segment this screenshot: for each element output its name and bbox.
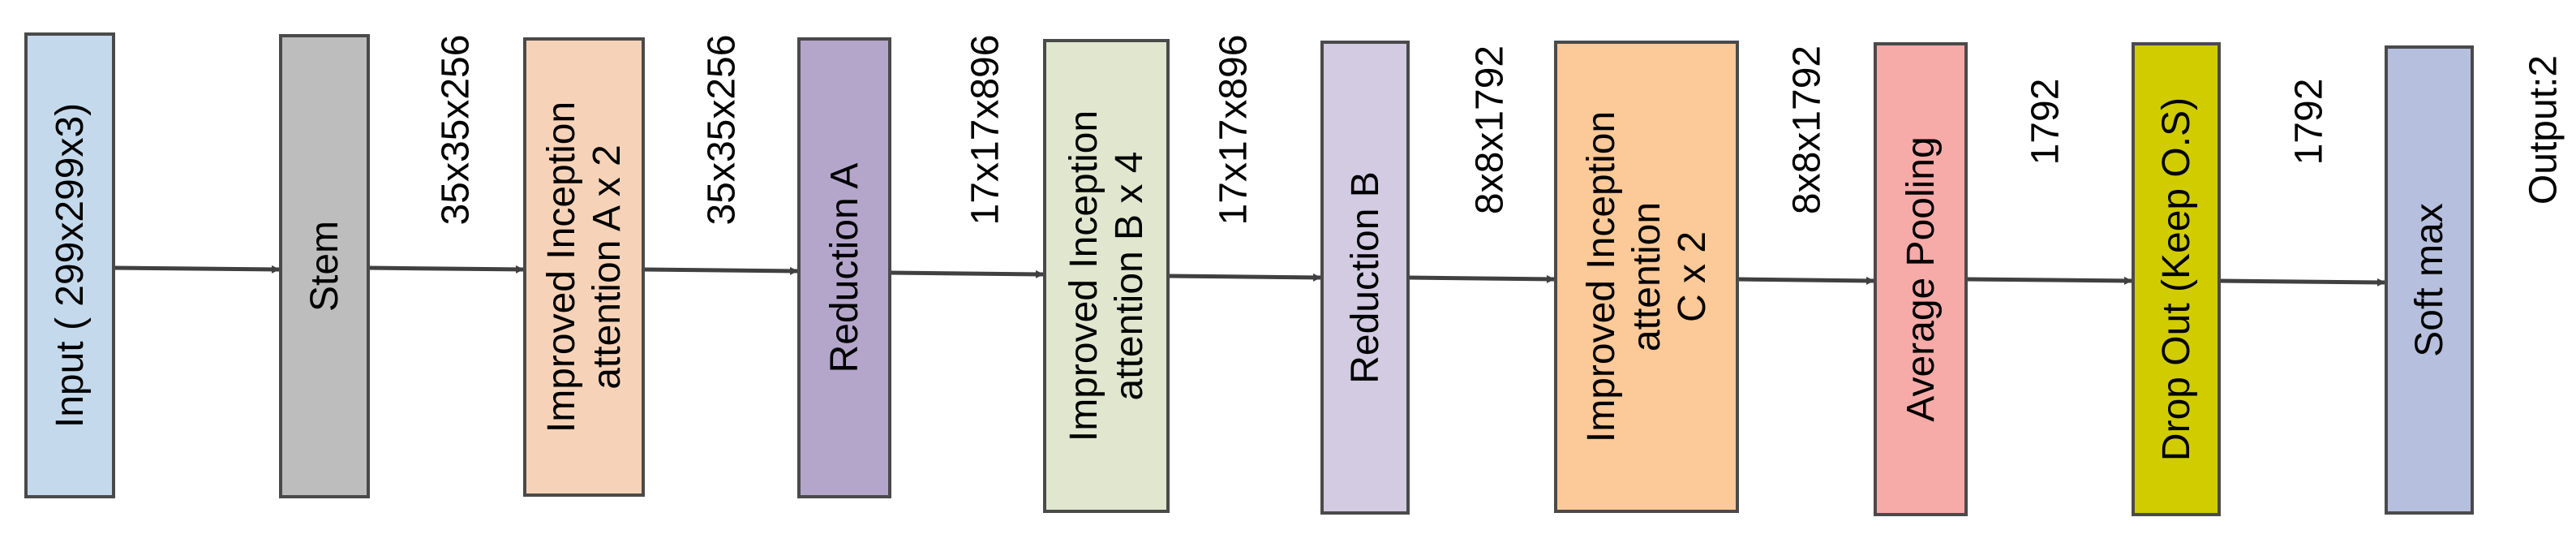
block-box xyxy=(2132,42,2221,516)
block-5: Improved Inceptionattention B x 4 xyxy=(1043,39,1170,513)
arrow xyxy=(1965,276,2132,285)
block-label: Reduction A xyxy=(823,163,866,373)
block-2: Stem xyxy=(279,34,370,498)
block-label-line: Reduction A xyxy=(823,163,866,373)
block-label: Input ( 299x299x3) xyxy=(49,103,92,428)
block-3: Improved Inceptionattention A x 2 xyxy=(523,37,645,497)
arrow xyxy=(1407,274,1555,283)
blocks: Input ( 299x299x3) Stem Improved Inception… xyxy=(24,32,2474,516)
edge-label: 35x35x256 xyxy=(435,35,478,226)
block-1: Input ( 299x299x3) xyxy=(24,32,115,498)
block-7: Improved InceptionattentionC x 2 xyxy=(1554,41,1739,513)
block-label: Stem xyxy=(303,221,346,312)
block-box xyxy=(279,34,370,498)
block-6: Reduction B xyxy=(1320,41,1410,515)
block-label-line: attention xyxy=(1625,202,1668,351)
arrow xyxy=(642,266,798,275)
block-label-line: Input ( 299x299x3) xyxy=(49,103,92,428)
output-label: Output:2 xyxy=(2522,55,2565,205)
block-box xyxy=(1554,41,1739,513)
block-label-line: Drop Out (Keep O.S) xyxy=(2155,97,2198,461)
block-8: Average Pooling xyxy=(1874,42,1968,516)
block-box xyxy=(797,37,891,498)
block-label-line: Improved Inception xyxy=(1063,110,1106,442)
arrow xyxy=(113,265,280,274)
arrow xyxy=(367,265,524,274)
block-label-line: Average Pooling xyxy=(1900,136,1943,421)
block-label: Average Pooling xyxy=(1900,136,1943,421)
edge-label: 35x35x256 xyxy=(701,35,744,226)
edge-label: 1792 xyxy=(2024,79,2067,166)
block-box xyxy=(1320,41,1410,515)
block-label-line: Soft max xyxy=(2408,203,2451,356)
block-box xyxy=(1043,39,1170,513)
edge-label: 8x8x1792 xyxy=(1469,45,1512,214)
arrow xyxy=(1167,273,1321,282)
block-box xyxy=(2385,45,2474,515)
block-label: Drop Out (Keep O.S) xyxy=(2155,97,2198,461)
block-box xyxy=(523,37,645,497)
block-label-line: attention B x 4 xyxy=(1108,152,1151,401)
block-box xyxy=(1874,42,1968,516)
block-label: Soft max xyxy=(2408,203,2451,356)
block-label-line: C x 2 xyxy=(1671,231,1714,322)
block-label-line: Reduction B xyxy=(1344,171,1387,384)
edge-label: 17x17x896 xyxy=(1213,35,1256,226)
block-label-line: Improved Inception xyxy=(1580,111,1623,442)
block-label-line: Stem xyxy=(303,221,346,312)
edge-labels: 35x35x256 35x35x256 17x17x896 17x17x896 8x8x… xyxy=(435,35,2331,226)
block-label-line: Improved Inception xyxy=(540,101,583,433)
edge-label: 8x8x1792 xyxy=(1786,45,1829,214)
connectors xyxy=(113,265,2385,287)
arrow xyxy=(1737,276,1874,285)
block-9: Drop Out (Keep O.S) xyxy=(2132,42,2221,516)
edge-label: 1792 xyxy=(2288,79,2331,166)
block-10: Soft max xyxy=(2385,45,2474,515)
block-box xyxy=(24,32,115,498)
block-label: Improved Inceptionattention B x 4 xyxy=(1063,110,1151,442)
block-label: Improved InceptionattentionC x 2 xyxy=(1580,111,1714,442)
block-label: Improved Inceptionattention A x 2 xyxy=(540,101,629,433)
block-4: Reduction A xyxy=(797,37,891,498)
edge-label: 17x17x896 xyxy=(964,35,1007,226)
arrow xyxy=(2218,278,2385,287)
arrow xyxy=(889,269,1044,278)
block-label-line: attention A x 2 xyxy=(586,144,629,390)
block-label: Reduction B xyxy=(1344,171,1387,384)
